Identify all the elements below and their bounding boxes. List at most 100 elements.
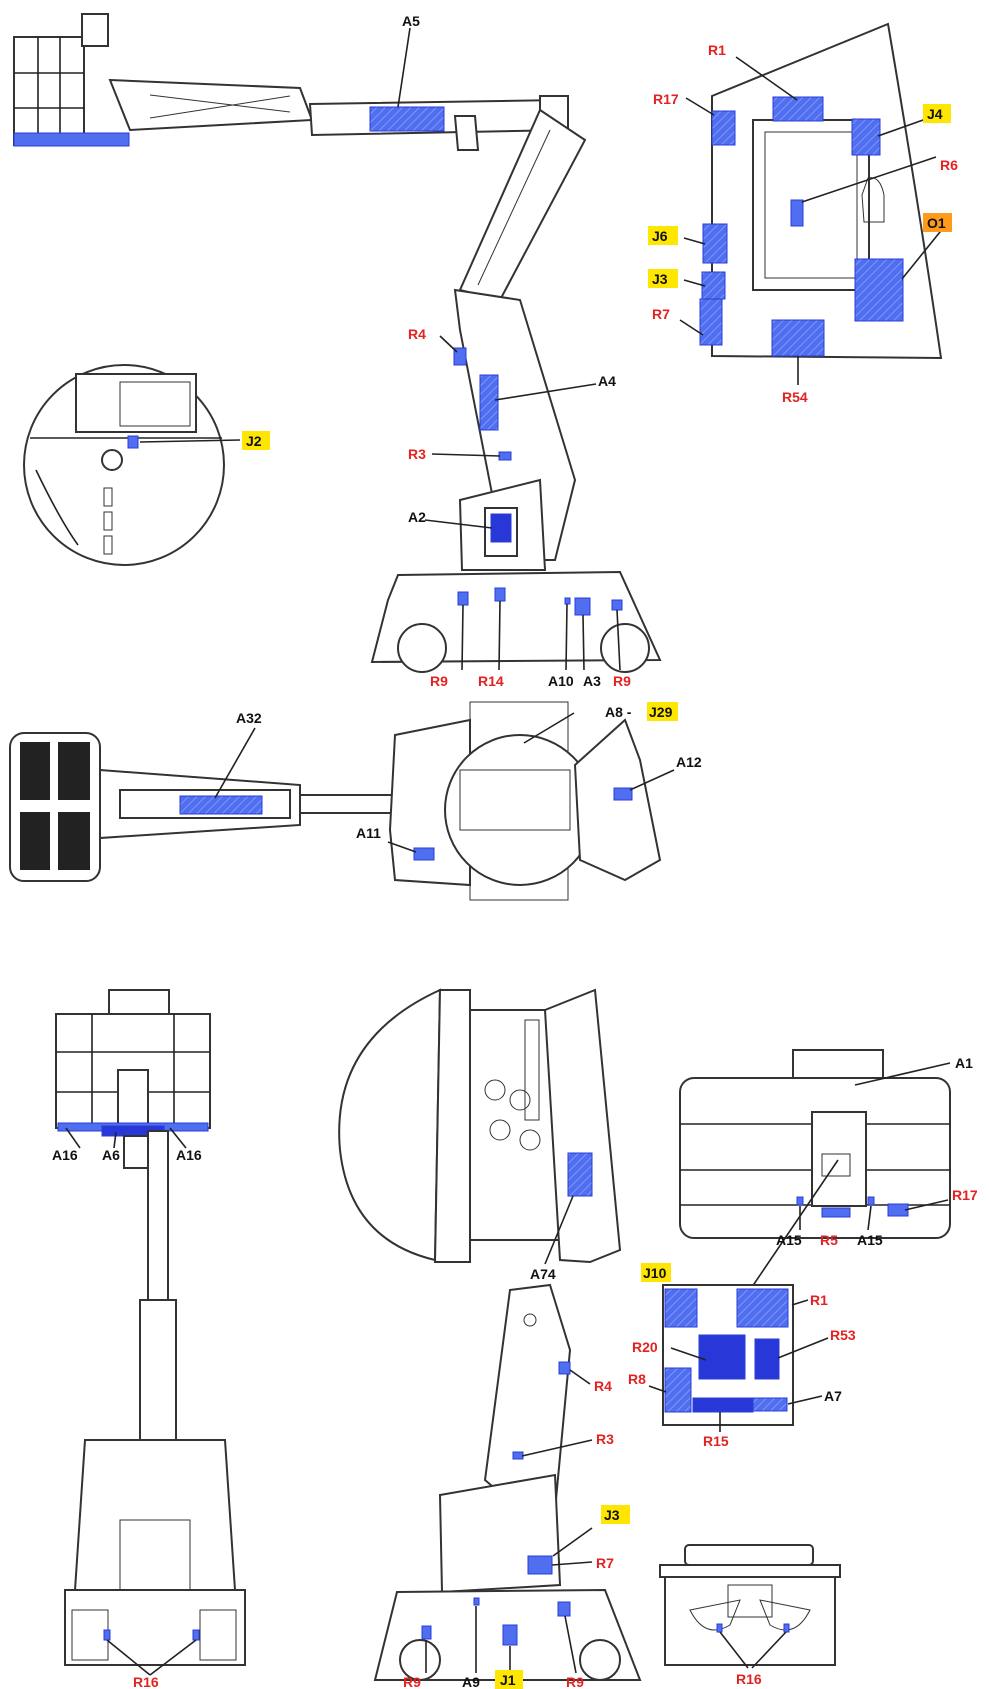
highlight-j1 <box>495 1670 523 1689</box>
label-a4: A4 <box>598 373 616 389</box>
label-r17-panel: R17 <box>653 91 679 107</box>
control-box <box>811 1111 867 1207</box>
label-r9-right: R9 <box>613 673 631 689</box>
label-a15-right: A15 <box>857 1232 883 1248</box>
sticker-j4 <box>851 118 881 156</box>
sticker-r16-left-a <box>103 1629 111 1641</box>
sticker-a74 <box>567 1152 593 1197</box>
control-panel-view <box>648 22 952 385</box>
label-a6: A6 <box>102 1147 120 1163</box>
side-view-extended <box>13 13 662 673</box>
basket-folded-top <box>684 1544 814 1566</box>
label-a1: A1 <box>955 1055 973 1071</box>
sticker-a12 <box>613 787 633 801</box>
main-boom-upper <box>458 108 587 302</box>
sticker-r17-panel <box>711 110 736 146</box>
panel-screen-frame <box>752 119 870 291</box>
sticker-r16-left-b <box>192 1629 200 1641</box>
sticker-r5 <box>821 1207 851 1218</box>
label-a15-left: A15 <box>776 1232 802 1248</box>
label-r9-br: R9 <box>566 1674 584 1689</box>
sticker-r14 <box>494 587 506 602</box>
label-r54: R54 <box>782 389 808 405</box>
highlight-j29 <box>647 702 678 721</box>
label-a12: A12 <box>676 754 702 770</box>
jib-arm <box>108 78 314 132</box>
highlight-o1 <box>923 213 952 232</box>
sticker-r9-right <box>611 599 623 611</box>
sticker-a15-left <box>796 1196 804 1206</box>
main-boom-lower <box>453 288 577 561</box>
label-j2: J2 <box>246 433 262 449</box>
sticker-a11 <box>413 847 435 861</box>
label-r15: R15 <box>703 1433 729 1449</box>
label-a32: A32 <box>236 710 262 726</box>
label-r14: R14 <box>478 673 504 689</box>
label-r4-bottom: R4 <box>594 1378 612 1394</box>
highlight-j3-bottom <box>601 1505 630 1524</box>
sticker-r9-bl <box>421 1625 432 1640</box>
label-r5: R5 <box>820 1232 838 1248</box>
chassis-left-top <box>388 718 471 887</box>
panel-key-slot <box>861 177 885 223</box>
sticker-r9-br <box>557 1601 571 1617</box>
turret-rear <box>73 1439 237 1591</box>
sticker-j10 <box>664 1288 698 1328</box>
label-j29: J29 <box>649 704 673 720</box>
sticker-a9 <box>473 1597 480 1606</box>
sticker-r7-bottom <box>527 1555 553 1575</box>
sticker-r9-left <box>457 591 469 606</box>
label-a16-left: A16 <box>52 1147 78 1163</box>
control-box-decals <box>641 1263 829 1432</box>
sticker-a3 <box>574 597 591 616</box>
sticker-j6 <box>702 223 728 264</box>
label-r20: R20 <box>632 1339 658 1355</box>
label-r4-top: R4 <box>408 326 426 342</box>
wheel-folded-right <box>579 1639 621 1681</box>
sticker-a15-right <box>867 1196 875 1206</box>
label-r1-panel: R1 <box>708 42 726 58</box>
label-a16-right: A16 <box>176 1147 202 1163</box>
highlight-j4 <box>923 104 951 123</box>
sticker-r16-right-a <box>716 1623 723 1633</box>
label-j6: J6 <box>652 228 668 244</box>
sticker-j2 <box>127 435 139 449</box>
side-view-folded <box>373 1283 642 1689</box>
chassis-front-folded <box>664 1576 836 1666</box>
turntable-top <box>444 734 596 886</box>
wheel-folded-left <box>399 1639 441 1681</box>
label-r3-top: R3 <box>408 446 426 462</box>
sticker-j1 <box>502 1624 518 1646</box>
highlight-j10 <box>641 1263 671 1282</box>
label-r6: R6 <box>940 157 958 173</box>
wheel-right <box>600 623 650 673</box>
sticker-r4-bottom <box>558 1361 571 1375</box>
label-a3: A3 <box>583 673 601 689</box>
sticker-basket-strip <box>13 132 130 147</box>
label-r9-left: R9 <box>430 673 448 689</box>
sticker-r6 <box>790 199 804 227</box>
open-hood-view <box>338 988 622 1265</box>
sticker-a10 <box>564 597 571 605</box>
label-r7-panel: R7 <box>652 306 670 322</box>
label-o1: O1 <box>927 215 946 231</box>
sticker-r20 <box>698 1334 746 1380</box>
label-r16-right: R16 <box>736 1671 762 1687</box>
label-j3-panel: J3 <box>652 271 668 287</box>
highlight-j6 <box>648 226 678 245</box>
label-r3-bottom: R3 <box>596 1431 614 1447</box>
sticker-o1 <box>854 258 904 322</box>
sticker-j3-panel <box>701 271 726 300</box>
sticker-r4-top <box>453 347 467 366</box>
highlight-j2 <box>242 431 270 450</box>
highlight-j3-panel <box>648 269 678 288</box>
label-j1: J1 <box>500 1672 516 1688</box>
label-r16-left: R16 <box>133 1674 159 1689</box>
label-a9: A9 <box>462 1674 480 1689</box>
sticker-a2 <box>490 513 512 543</box>
sticker-r1-panel <box>772 96 824 122</box>
label-r9-bl: R9 <box>403 1674 421 1689</box>
label-r1-box: R1 <box>810 1292 828 1308</box>
sticker-r15 <box>692 1397 754 1413</box>
